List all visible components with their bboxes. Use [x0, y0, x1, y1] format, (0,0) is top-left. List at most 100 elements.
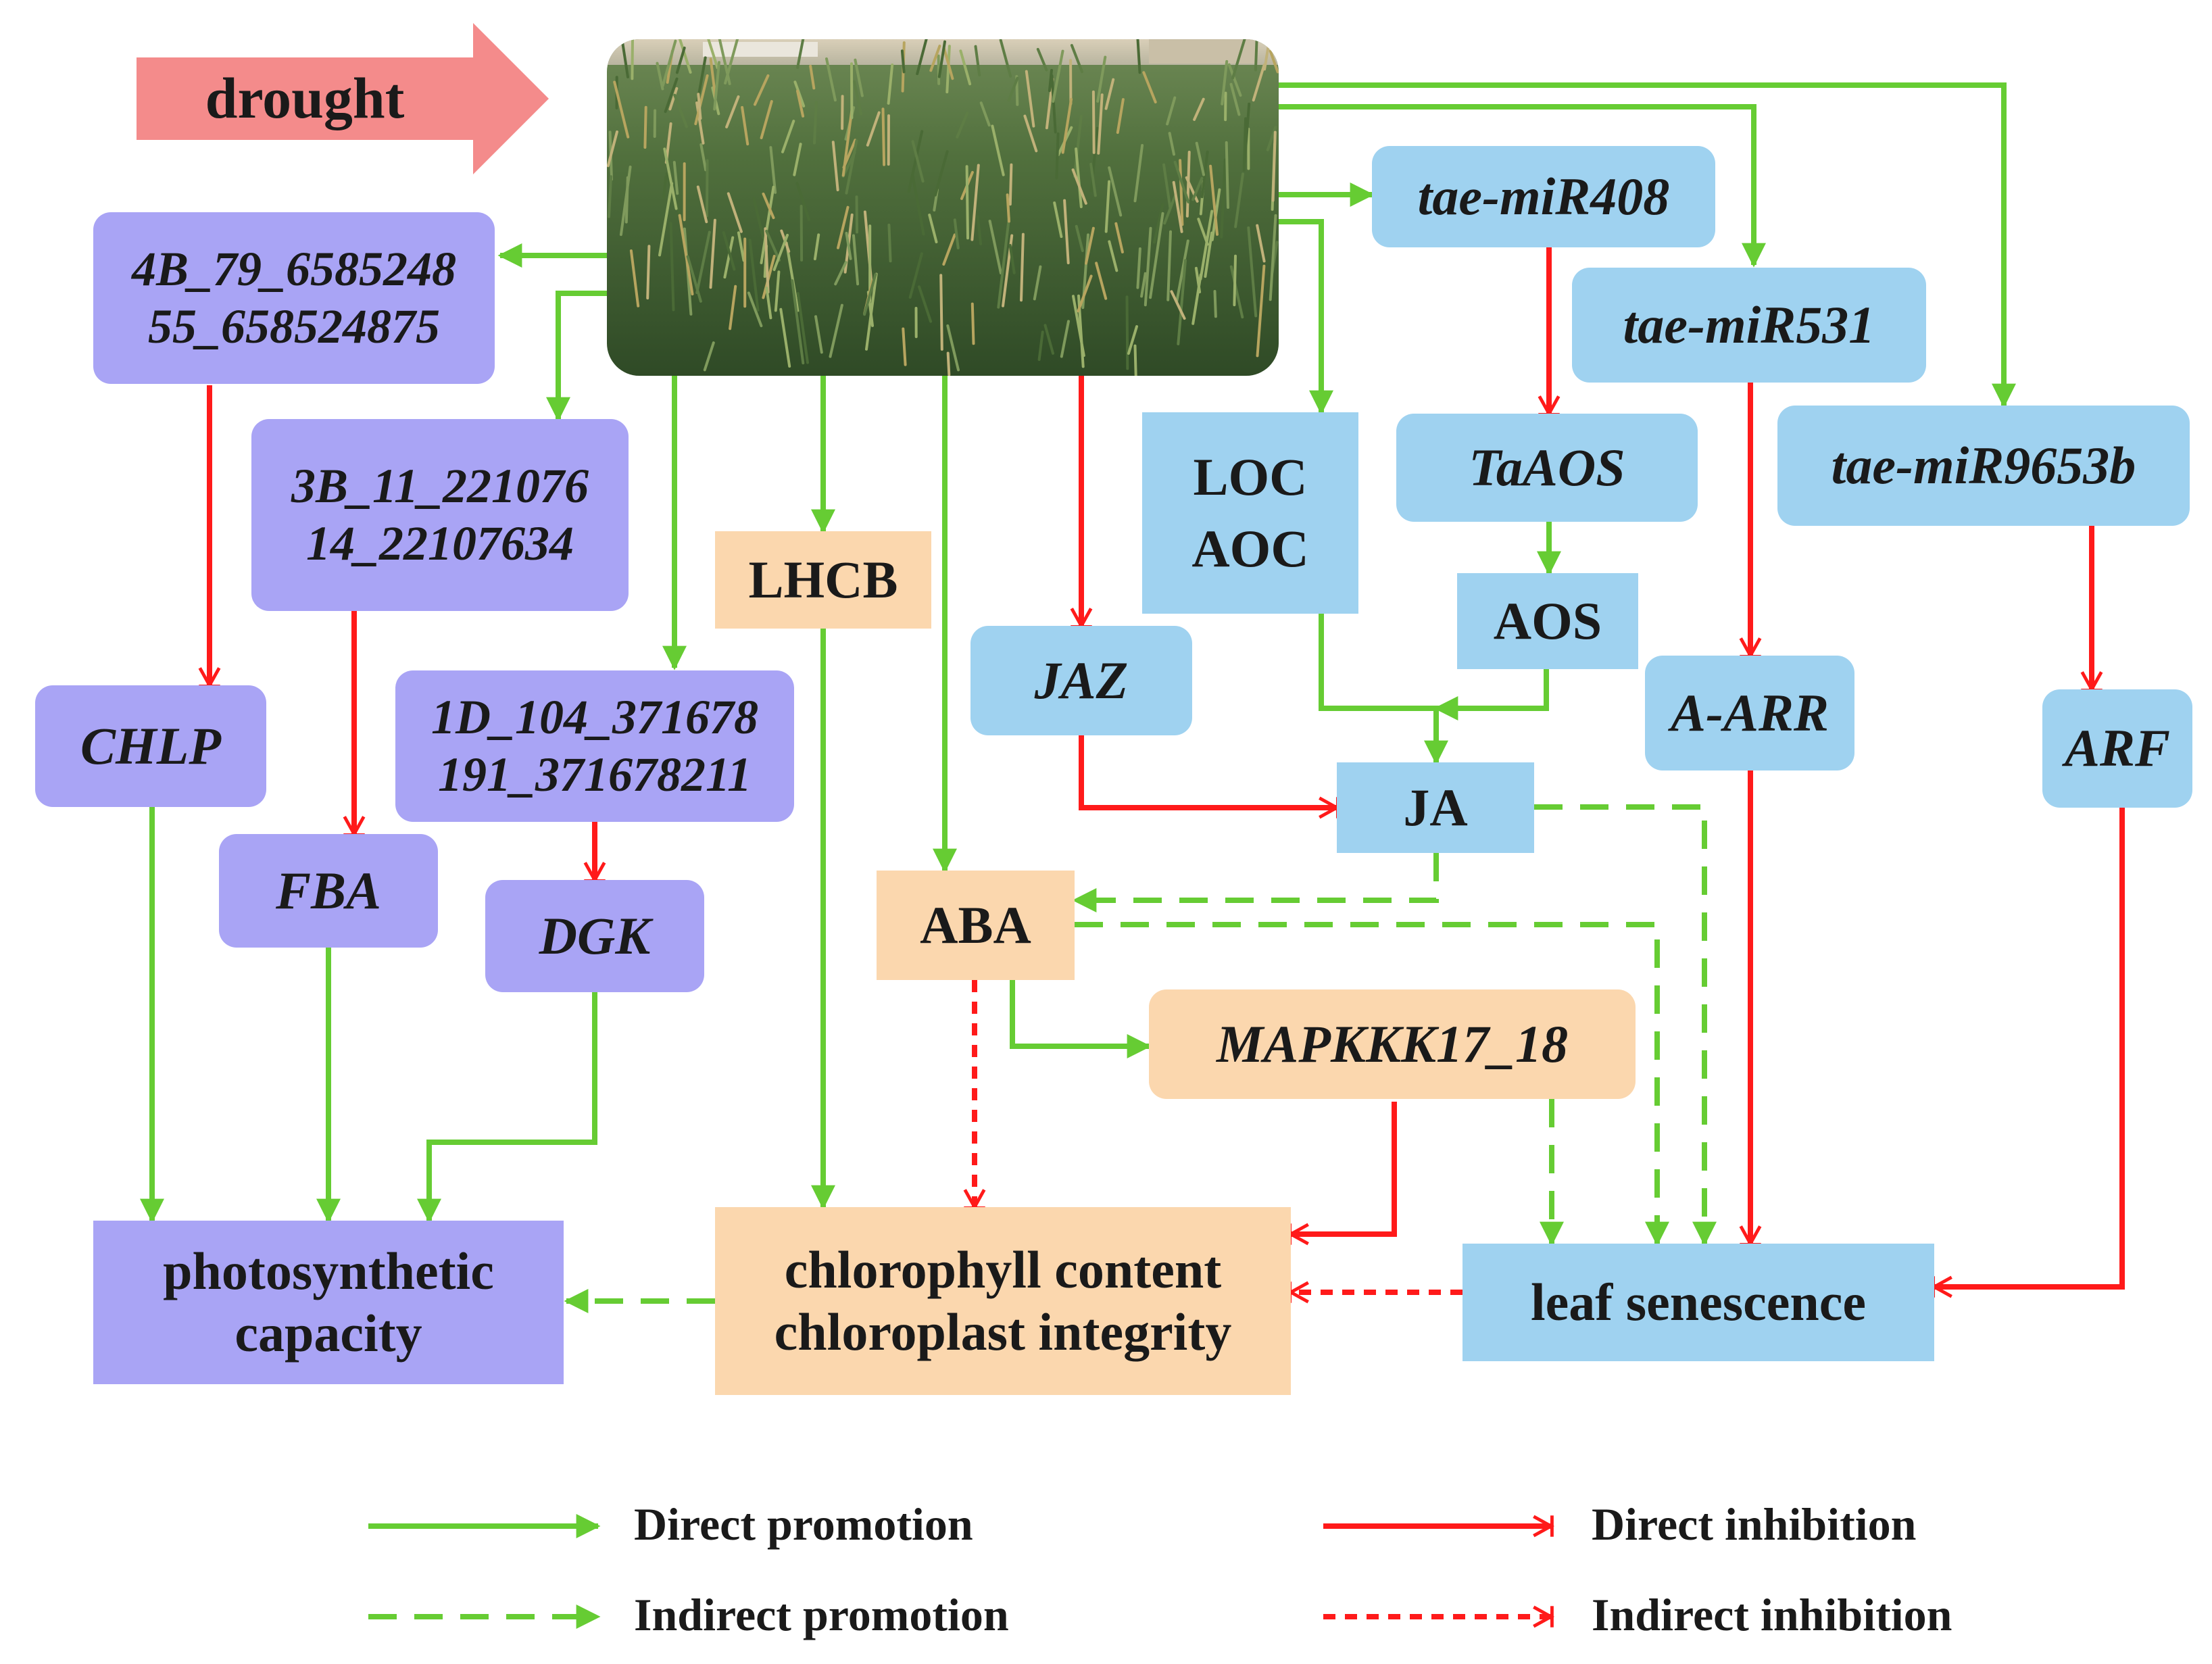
wheat-stalk	[772, 233, 789, 271]
wheat-stalk	[769, 146, 777, 194]
drought-arrow	[137, 23, 549, 174]
wheat-stalk	[946, 351, 951, 376]
edge-aos-to-ja	[1433, 669, 1549, 720]
wheat-stalk	[829, 303, 843, 358]
wheat-stalk	[1144, 226, 1152, 307]
wheat-stalk	[791, 279, 805, 365]
wheat-stalk	[837, 205, 850, 249]
wheat-stalk	[900, 49, 906, 74]
snp-3b-line1: 3B_11_221076	[291, 459, 589, 514]
wheat-stalk	[1252, 64, 1266, 102]
wheat-stalk	[946, 324, 960, 372]
wheat-stalk	[754, 74, 770, 106]
wheat-stalk	[834, 261, 847, 286]
wheat-stalk	[762, 192, 775, 220]
snp-1d-line2: 191_371678211	[437, 748, 752, 802]
wheat-stalk	[1173, 160, 1190, 203]
wheat-stalk	[1114, 222, 1124, 253]
wheat-stalk	[673, 93, 688, 128]
wheat-stalk	[939, 274, 943, 351]
wheat-stalk	[865, 272, 878, 351]
wheat-stalk	[664, 77, 679, 114]
wheat-stalk	[646, 245, 651, 300]
wheat-stalk	[945, 45, 951, 94]
snp-3b-box: 3B_11_221076 14_22107634	[251, 419, 629, 611]
wheat-stalk	[970, 302, 975, 345]
wheat-stalk	[658, 182, 674, 257]
wheat-stalk	[855, 195, 858, 234]
wheat-stalk	[976, 215, 983, 245]
wheat-stalk	[656, 62, 664, 91]
wheat-stalk	[1168, 132, 1175, 156]
wheat-stalk	[1104, 180, 1111, 233]
wheat-stalk	[1075, 224, 1084, 252]
wheat-stalk	[678, 214, 694, 296]
wheat-stalk	[705, 39, 719, 70]
a-arr-box: A-ARR	[1645, 656, 1854, 770]
wheat-stalk	[713, 61, 720, 111]
wheat-stalk	[760, 100, 773, 139]
wheat-stalk	[785, 241, 800, 312]
edge-loc-to-ja	[1319, 614, 1448, 765]
snp-1d-box: 1D_104_371678 191_371678211	[395, 670, 794, 822]
wheat-stalk	[725, 95, 740, 128]
wheat-stalk	[1116, 98, 1125, 134]
wheat-stalk	[1104, 78, 1115, 110]
wheat-stalk	[779, 308, 791, 368]
chlorophyll-box: chlorophyll content chloroplast integrit…	[715, 1207, 1291, 1395]
jaz-box: JAZ	[970, 626, 1192, 735]
wheat-stalk	[695, 230, 711, 294]
leaf-senescence-box: leaf senescence	[1463, 1244, 1934, 1361]
wheat-stalk	[1185, 151, 1191, 218]
wheat-stalk	[1048, 69, 1053, 93]
wheat-stalk	[1231, 39, 1248, 80]
wheat-stalk	[1153, 203, 1164, 244]
wheat-stalk	[825, 57, 837, 102]
wheat-stalk	[1060, 320, 1070, 358]
mir9653b-box: tae-miR9653b	[1777, 406, 2190, 526]
wheat-stalk	[813, 101, 818, 145]
wheat-stalk	[741, 105, 749, 146]
wheat-stalk	[624, 176, 629, 224]
loc-aoc-box: LOC AOC	[1142, 412, 1358, 614]
direct-inhibition-edges	[198, 247, 2125, 1298]
edge-photo-to-snp3b	[546, 291, 607, 422]
wheat-stalk	[796, 292, 809, 364]
wheat-stalk	[796, 89, 805, 118]
wheat-stalk	[970, 164, 980, 241]
wheat-stalk	[1008, 244, 1016, 274]
wheat-stalk	[703, 341, 715, 372]
legend-direct-inhibition-label: Direct inhibition	[1592, 1498, 1917, 1550]
wheat-stalk	[1127, 325, 1138, 355]
snp-3b-line2: 14_22107634	[306, 516, 574, 570]
wheat-stalk	[1008, 163, 1013, 206]
wheat-stalk	[1061, 97, 1073, 154]
wheat-stalk	[953, 218, 960, 249]
wheat-stalk	[793, 143, 802, 176]
wheat-stalk	[1166, 96, 1177, 126]
wheat-stalk	[752, 197, 765, 239]
indirect-inhibition-edges	[963, 980, 1463, 1304]
wheat-stalk	[918, 285, 933, 323]
wheat-stalk	[672, 161, 679, 195]
wheat-stalk	[722, 231, 736, 271]
wheat-stalk	[1269, 49, 1279, 74]
wheat-stalk	[1172, 180, 1183, 233]
wheat-stalk	[1140, 272, 1147, 298]
wheat-stalk	[1050, 74, 1057, 134]
wheat-stalk	[1070, 44, 1083, 74]
wheat-stalk	[607, 130, 618, 168]
wheat-stalk	[1266, 126, 1277, 151]
wheat-stalk	[1142, 71, 1157, 103]
wheat-stalk	[814, 315, 823, 354]
wheat-stalk	[937, 40, 946, 78]
wheat-stalk	[1234, 172, 1244, 228]
wheat-stalk	[737, 231, 745, 262]
wheat-stalk	[1037, 331, 1044, 361]
lhcb-box: LHCB	[715, 531, 931, 629]
taaos-box: TaAOS	[1396, 414, 1698, 522]
wheat-stalk	[696, 185, 708, 224]
wheat-stalk	[1221, 59, 1229, 105]
